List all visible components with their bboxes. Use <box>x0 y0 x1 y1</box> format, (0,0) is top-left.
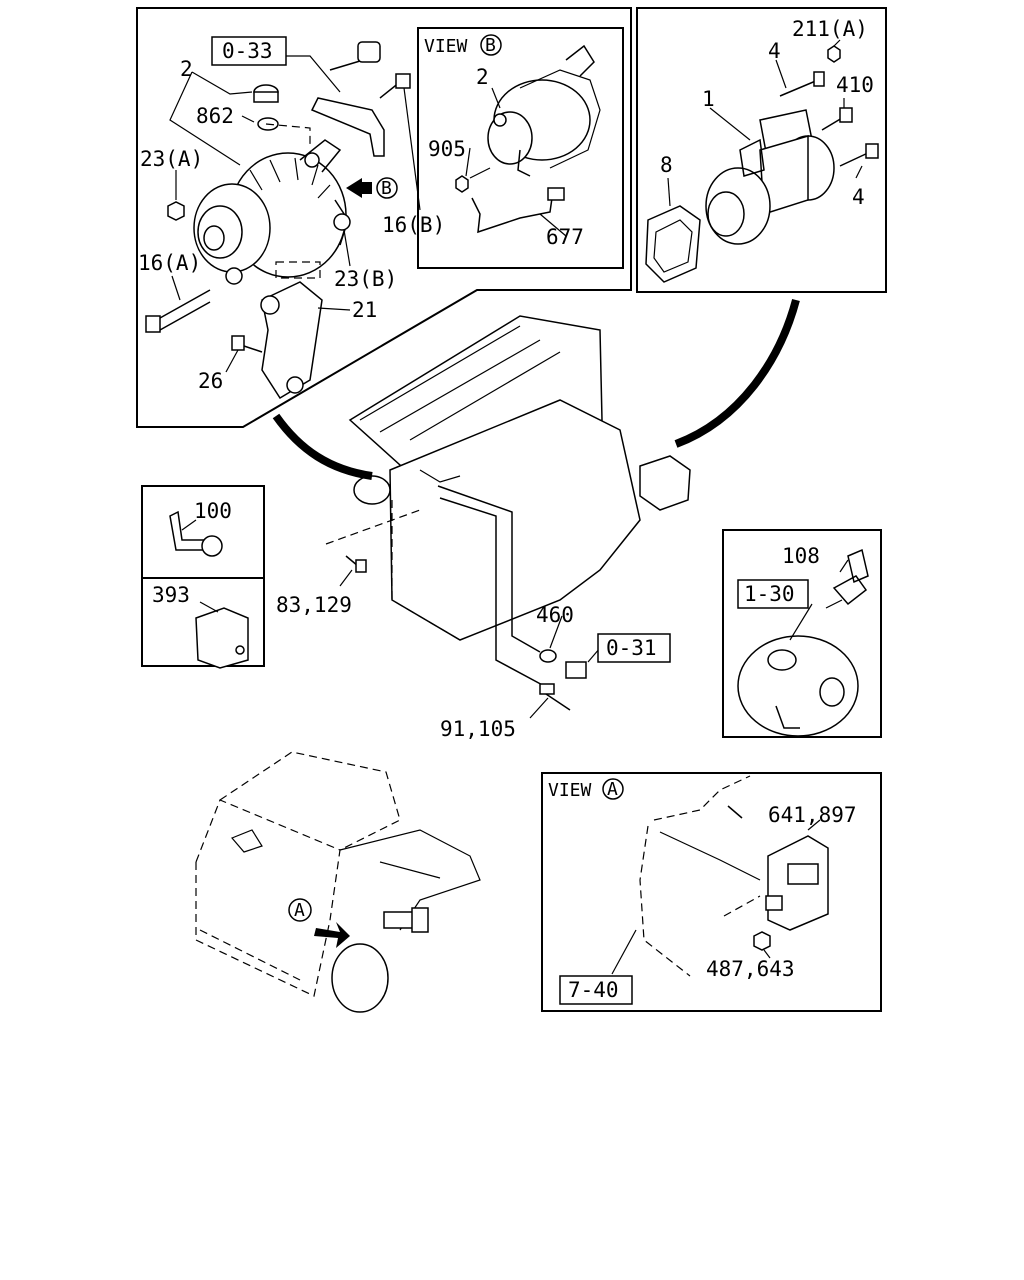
callout-641-897: 641,897 <box>768 803 857 827</box>
long-bolt-16a <box>145 289 211 333</box>
bolt-410 <box>839 107 853 123</box>
engine-sensor-group <box>325 485 601 719</box>
starter-panel <box>636 7 887 293</box>
ref-box-7-40 <box>559 975 633 1005</box>
callout-487-643: 487,643 <box>706 957 795 981</box>
wheel <box>331 943 389 1013</box>
callout-7-40: 7-40 <box>568 978 619 1002</box>
gasket-8 <box>645 205 701 283</box>
truck-cab-illustration <box>195 751 481 1013</box>
alternator-body <box>193 139 349 278</box>
callout-91-105: 91,105 <box>440 717 516 741</box>
callout-4-bottom: 4 <box>852 185 865 209</box>
bolt-4-top <box>779 79 819 97</box>
view-b-title: VIEW <box>424 36 468 57</box>
callout-1: 1 <box>702 87 715 111</box>
callout-16a: 16(A) <box>138 251 201 275</box>
view-b-content <box>455 44 601 237</box>
callout-1-30: 1-30 <box>744 582 795 606</box>
callout-8: 8 <box>660 153 673 177</box>
connector-left-curve <box>272 413 373 480</box>
sensor-108 <box>832 575 868 606</box>
nut-487-643 <box>753 931 771 951</box>
callout-23b: 23(B) <box>334 267 397 291</box>
adjusting-bar <box>310 97 385 157</box>
ref-box-1-30 <box>737 579 809 609</box>
washer-460 <box>539 649 557 663</box>
callout-460: 460 <box>536 603 574 627</box>
plug-0-31 <box>565 661 587 679</box>
callout-211a: 211(A) <box>792 17 868 41</box>
view-b-letter: B <box>485 35 496 56</box>
nut-211a <box>827 45 841 63</box>
view-b-circle <box>480 34 502 56</box>
callout-677: 677 <box>546 225 584 249</box>
truck-view-a-letter: A <box>294 900 305 921</box>
alternator-panel <box>136 7 632 428</box>
callout-0-31: 0-31 <box>606 636 657 660</box>
bolt-4-bottom <box>865 143 879 159</box>
callout-862: 862 <box>196 104 234 128</box>
engine-block <box>348 315 691 641</box>
callout-393: 393 <box>152 583 190 607</box>
callout-4-top: 4 <box>768 39 781 63</box>
callout-905: 905 <box>428 137 466 161</box>
callout-410: 410 <box>836 73 874 97</box>
nut-23a <box>167 201 185 221</box>
clip-bracket-panel <box>141 485 265 669</box>
view-a-arrow <box>314 922 350 948</box>
callout-26: 26 <box>198 369 223 393</box>
bracket-393 <box>195 607 249 669</box>
ref-box-0-33 <box>211 36 287 66</box>
callout-21: 21 <box>352 298 377 322</box>
starter-motor <box>705 109 835 245</box>
callout-83-129: 83,129 <box>276 593 352 617</box>
ref-box-0-31 <box>597 633 671 663</box>
callout-0-33: 0-33 <box>222 39 273 63</box>
callout-108: 108 <box>782 544 820 568</box>
arrow-b-letter: B <box>381 178 392 199</box>
connector-right-curve <box>674 298 800 448</box>
view-b-inset <box>417 27 624 269</box>
view-a-letter: A <box>607 779 618 800</box>
callout-2-view-b: 2 <box>476 65 489 89</box>
callout-23a: 23(A) <box>140 147 203 171</box>
view-a-panel <box>541 772 882 1012</box>
callout-16b: 16(B) <box>382 213 445 237</box>
air-cleaner-panel <box>722 529 882 738</box>
washer-23b <box>333 213 351 231</box>
view-a-title: VIEW <box>548 780 592 801</box>
view-a-circle <box>602 778 624 800</box>
callout-100: 100 <box>194 499 232 523</box>
callout-2-alternator: 2 <box>180 57 193 81</box>
